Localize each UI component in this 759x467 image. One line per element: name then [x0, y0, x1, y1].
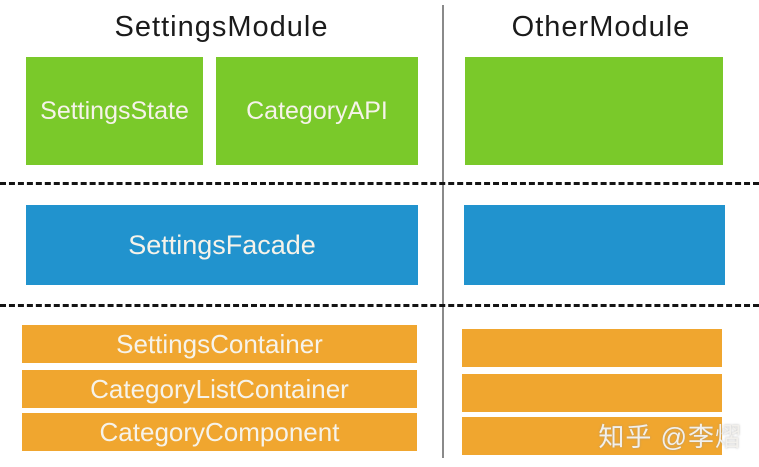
facade-component-layer-separator — [0, 304, 759, 307]
other-module-title: OtherModule — [511, 11, 691, 43]
settings-container-box: SettingsContainer — [22, 325, 417, 363]
other-module-component-box — [462, 329, 722, 367]
settings-state-box: SettingsState — [26, 57, 203, 165]
module-boundary-divider — [442, 5, 444, 458]
settings-module-title: SettingsModule — [114, 11, 329, 43]
settings-facade-box: SettingsFacade — [26, 205, 418, 285]
category-list-container-box: CategoryListContainer — [22, 370, 417, 408]
other-module-component-box — [462, 417, 722, 455]
other-module-state-box — [465, 57, 723, 165]
state-facade-layer-separator — [0, 182, 759, 185]
category-component-box: CategoryComponent — [22, 413, 417, 451]
category-api-box: CategoryAPI — [216, 57, 418, 165]
other-module-facade-box — [464, 205, 725, 285]
other-module-component-box — [462, 374, 722, 412]
